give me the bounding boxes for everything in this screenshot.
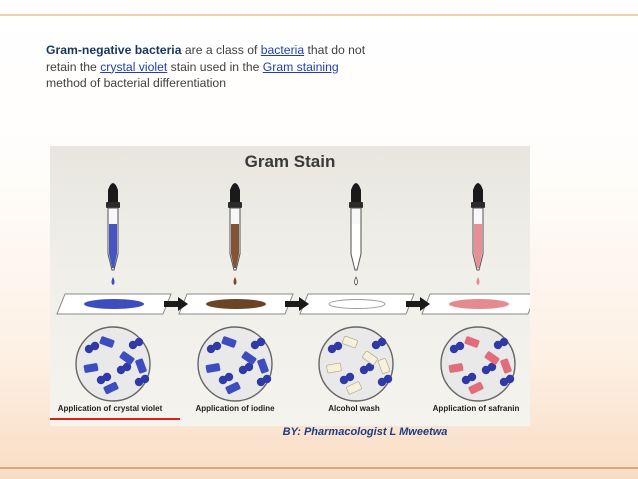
dropper-collar bbox=[228, 202, 242, 208]
dropper-collar bbox=[349, 202, 363, 208]
stain-drop bbox=[354, 276, 358, 286]
stain-drop bbox=[111, 277, 115, 285]
text-run: that do not retain the bbox=[46, 43, 366, 74]
coccus bbox=[365, 362, 375, 372]
dropper-bulb bbox=[473, 183, 483, 204]
coccus bbox=[140, 374, 150, 384]
coccus bbox=[122, 362, 132, 372]
text-run: stain used in the bbox=[167, 59, 263, 74]
bacillus bbox=[326, 362, 342, 374]
stain-drop bbox=[233, 277, 237, 285]
bottom-divider bbox=[0, 467, 638, 469]
coccus bbox=[377, 337, 387, 347]
coccus bbox=[383, 374, 393, 384]
smear bbox=[328, 299, 386, 309]
link-crystal-violet[interactable]: crystal violet bbox=[100, 59, 168, 74]
dropper-liquid bbox=[352, 224, 360, 268]
link-bacteria[interactable]: bacteria bbox=[260, 43, 305, 57]
bacillus bbox=[135, 358, 147, 374]
bacillus bbox=[377, 358, 391, 374]
smear bbox=[84, 299, 144, 309]
link-gram-staining[interactable]: Gram staining bbox=[262, 59, 339, 74]
bacillus bbox=[342, 335, 358, 349]
top-divider bbox=[0, 14, 638, 16]
bacillus bbox=[484, 351, 500, 365]
coccus bbox=[333, 341, 343, 351]
dropper-bulb bbox=[108, 183, 118, 204]
arrow-icon bbox=[164, 297, 188, 311]
coccus bbox=[499, 337, 509, 347]
figure-title: Gram Stain bbox=[244, 152, 336, 171]
coccus bbox=[505, 374, 515, 384]
definition-paragraph: Gram-negative bacteria are a class of ba… bbox=[46, 42, 366, 92]
dropper-collar bbox=[471, 202, 485, 208]
bacillus bbox=[205, 363, 221, 373]
step-caption-4: Application of safranin bbox=[432, 404, 520, 413]
arrow-icon bbox=[406, 297, 430, 311]
coccus bbox=[345, 372, 355, 382]
dropper-liquid bbox=[474, 224, 482, 268]
bacillus bbox=[103, 381, 119, 395]
coccus bbox=[134, 337, 144, 347]
bacillus bbox=[362, 350, 378, 366]
step-caption-2: Application of iodine bbox=[195, 404, 275, 413]
bacillus bbox=[346, 381, 362, 395]
coccus bbox=[90, 341, 100, 351]
term-gram-negative: Gram-negative bacteria bbox=[46, 43, 182, 57]
arrow-icon bbox=[285, 297, 309, 311]
bacillus bbox=[468, 381, 484, 395]
bacillus bbox=[83, 363, 99, 373]
coccus bbox=[256, 337, 266, 347]
smear bbox=[206, 299, 266, 309]
dropper-bulb bbox=[230, 183, 240, 204]
author-credit: BY: Pharmacologist L Mweetwa bbox=[282, 426, 448, 438]
smear bbox=[449, 299, 509, 309]
coccus bbox=[262, 374, 272, 384]
bacillus bbox=[464, 336, 480, 348]
dropper-bulb bbox=[351, 183, 361, 204]
bacillus bbox=[119, 351, 135, 365]
gram-stain-illustration bbox=[56, 183, 530, 402]
step-caption-3: Alcohol wash bbox=[328, 404, 380, 413]
bacillus bbox=[448, 363, 464, 373]
caption-underline bbox=[50, 418, 180, 420]
text-run: are a class of bbox=[181, 43, 261, 57]
coccus bbox=[467, 372, 477, 382]
dropper-collar bbox=[106, 202, 120, 208]
step-caption-1: Application of crystal violet bbox=[57, 404, 163, 413]
dropper-liquid bbox=[231, 224, 239, 268]
coccus bbox=[487, 362, 497, 372]
coccus bbox=[455, 341, 465, 351]
bacillus bbox=[221, 336, 237, 348]
coccus bbox=[224, 372, 234, 382]
gram-stain-figure: Gram Stain Application of crystal violet… bbox=[50, 146, 530, 438]
bacillus bbox=[241, 351, 257, 365]
stain-drop bbox=[476, 277, 480, 285]
coccus bbox=[244, 362, 254, 372]
coccus bbox=[212, 341, 222, 351]
bacillus bbox=[257, 358, 269, 374]
dropper-liquid bbox=[109, 224, 117, 268]
coccus bbox=[102, 372, 112, 382]
text-run: method of bacterial differentiation bbox=[46, 76, 226, 90]
bacillus bbox=[500, 358, 512, 374]
bacillus bbox=[225, 381, 241, 395]
bacillus bbox=[99, 336, 115, 348]
